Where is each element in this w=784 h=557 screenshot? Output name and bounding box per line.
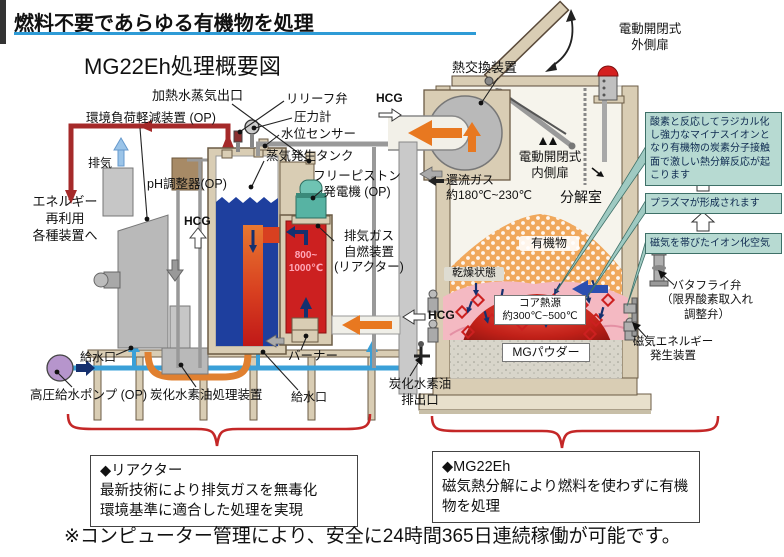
label-water-inlet-left: 給水口	[80, 350, 117, 364]
callout-plasma: プラズマが形成されます	[645, 193, 782, 215]
group-braces	[66, 413, 720, 449]
magnetic-energy-device	[623, 297, 638, 337]
label-dry-state: 乾燥状態	[444, 267, 504, 281]
summary-box-mg22eh: ◆MG22Eh 磁気熱分解により燃料を使わずに有機物を処理	[432, 451, 700, 523]
free-piston-generator	[291, 179, 331, 225]
steam-tank	[207, 147, 291, 355]
label-pressure-gauge: 圧力計	[294, 110, 332, 124]
side-valve-left-1	[427, 289, 439, 313]
label-magnetic-energy: 磁気エネルギー 発生装置	[632, 336, 714, 363]
label-relief-valve: リリーフ弁	[286, 92, 348, 106]
diagram-subtitle: MG22Eh処理概要図	[84, 54, 281, 79]
callout-ionized-air: 磁気を帯びたイオン化空気	[645, 233, 782, 255]
label-hydrocarbon-outlet: 炭化水素油 排出口	[388, 377, 452, 407]
label-inner-door: 電動開閉式 内側扉	[518, 150, 582, 180]
label-free-piston-generator: フリーピストン 発電機 (OP)	[313, 169, 401, 199]
label-hcg-top: HCG	[376, 91, 403, 105]
page-title: 燃料不要であらゆる有機物を処理	[14, 13, 314, 35]
label-outer-door: 電動開閉式 外側扉	[618, 22, 682, 52]
summary-mg22eh-title: ◆MG22Eh	[442, 459, 511, 475]
label-ph-adjuster: pH調整器(OP)	[147, 177, 227, 191]
ph-adjuster	[171, 157, 228, 368]
label-env-load-reduction: 環境負荷軽減装置 (OP)	[86, 111, 216, 125]
label-heated-steam-outlet: 加熱水蒸気出口	[152, 88, 244, 103]
label-reflux-gas: 還流ガス 約180℃~230℃	[446, 173, 533, 202]
footer-note: ※コンピューター管理により、安全に24時間365日連続稼働が可能です。	[64, 526, 681, 547]
env-load-reduction-tower	[93, 137, 169, 349]
label-water-inlet-right: 給水口	[291, 390, 328, 404]
heat-exchanger	[388, 89, 511, 181]
side-valve-left-2	[427, 319, 439, 343]
warning-beacon	[597, 65, 619, 77]
label-organic-matter: 有機物	[519, 236, 579, 251]
high-pressure-pump	[46, 354, 74, 382]
label-hydrocarbon-processor: 炭化水素油処理装置	[150, 388, 263, 402]
label-core-heat-source: コア熱源 約300℃~500℃	[494, 295, 586, 326]
label-reactor: 排気ガス 自燃装置 (リアクター)	[334, 229, 404, 275]
label-high-pressure-pump: 高圧給水ポンプ (OP)	[30, 388, 147, 402]
label-burner: バーナー	[288, 349, 339, 363]
label-heat-exchanger: 熱交換装置	[452, 60, 518, 75]
label-hcg-left: HCG	[184, 214, 211, 228]
label-exhaust: 排気	[88, 156, 113, 170]
summary-reactor-title: ◆リアクター	[100, 463, 183, 479]
label-energy-reuse: エネルギー 再利用 各種装置へ	[32, 194, 98, 243]
summary-mg22eh-body: 磁気熱分解により燃料を使わずに有機物を処理	[442, 479, 689, 515]
label-mg-powder: MGパウダー	[502, 343, 590, 362]
callout-tails	[555, 144, 647, 307]
label-hcg-mid: HCG	[428, 308, 455, 322]
red-exhaust-pipe	[65, 120, 234, 204]
label-reactor-temp: 800~ 1000℃	[288, 250, 324, 274]
tank-valve-cluster	[233, 119, 269, 152]
label-butterfly-valve: バタフライ弁 （限界酸素取入れ 調整弁）	[661, 280, 753, 321]
label-decomposition-chamber: 分解室	[560, 189, 602, 205]
summary-box-reactor: ◆リアクター 最新技術により排気ガスを無毒化 環境基準に適合した処理を実現	[90, 455, 358, 527]
flow-arrows	[166, 108, 716, 325]
return-gas-duct	[265, 141, 443, 395]
label-steam-tank: 蒸気発生タンク	[266, 149, 354, 163]
title-underline	[14, 32, 476, 35]
summary-reactor-body: 最新技術により排気ガスを無毒化 環境基準に適合した処理を実現	[100, 483, 318, 519]
label-water-level-sensor: 水位センサー	[281, 127, 357, 141]
edge-artifact	[0, 0, 6, 44]
callout-radical-reaction: 酸素と反応してラジカル化し強力なマイナスイオンとなり有機物の炭素分子接触面で激し…	[645, 112, 782, 186]
leader-lines	[54, 77, 675, 391]
